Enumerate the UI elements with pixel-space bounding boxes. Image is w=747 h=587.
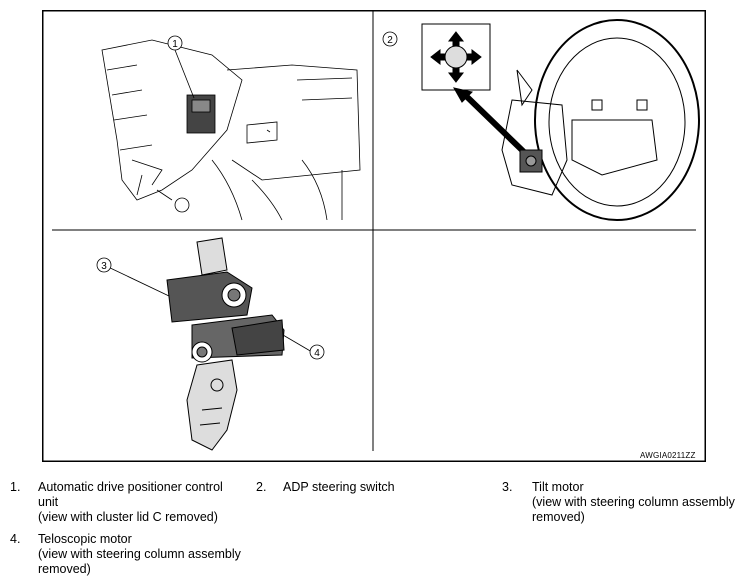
legend-line: Automatic drive positioner control [38, 480, 223, 494]
legend-text: ADP steering switch [283, 480, 395, 495]
legend-number: 2. [256, 480, 267, 494]
legend-line: Tilt motor [532, 480, 584, 494]
figure-drawing: 1 2 3 4 [42, 10, 706, 462]
figure-frame [42, 10, 706, 462]
legend-line: (view with cluster lid C removed) [38, 510, 218, 524]
svg-text:1: 1 [172, 39, 178, 50]
legend-line: ADP steering switch [283, 480, 395, 494]
panel-3-steering-column-illustration [166, 237, 285, 451]
svg-text:2: 2 [387, 35, 393, 46]
legend-text: Automatic drive positioner control unit … [38, 480, 223, 525]
legend-text: Tilt motor (view with steering column as… [532, 480, 735, 525]
figure-code: AWGIA0211ZZ [640, 451, 696, 460]
callout-4: 4 [309, 344, 325, 360]
panel-2-steering-wheel-illustration [421, 19, 700, 221]
legend-number: 4. [10, 532, 21, 546]
legend-item-2: 2. ADP steering switch [256, 480, 476, 500]
legend-line: unit [38, 495, 59, 509]
svg-text:4: 4 [314, 348, 320, 359]
legend-item-4: 4. Teloscopic motor (view with steering … [10, 532, 260, 582]
callout-2: 2 [382, 31, 398, 47]
legend-item-1: 1. Automatic drive positioner control un… [10, 480, 260, 530]
callout-1: 1 [167, 35, 183, 51]
svg-text:3: 3 [101, 261, 107, 272]
legend-item-3: 3. Tilt motor (view with steering column… [502, 480, 742, 530]
legend-number: 3. [502, 480, 513, 494]
legend-number: 1. [10, 480, 21, 494]
legend-line: removed) [38, 562, 91, 576]
legend-line: Teloscopic motor [38, 532, 132, 546]
component-location-figure: 1 2 3 4 AWGIA0211ZZ [42, 10, 706, 462]
legend-line: removed) [532, 510, 585, 524]
legend-line: (view with steering column assembly [38, 547, 241, 561]
panel-1-dashboard-illustration [101, 39, 361, 221]
callout-3: 3 [96, 257, 112, 273]
legend-text: Teloscopic motor (view with steering col… [38, 532, 241, 577]
legend-line: (view with steering column assembly [532, 495, 735, 509]
